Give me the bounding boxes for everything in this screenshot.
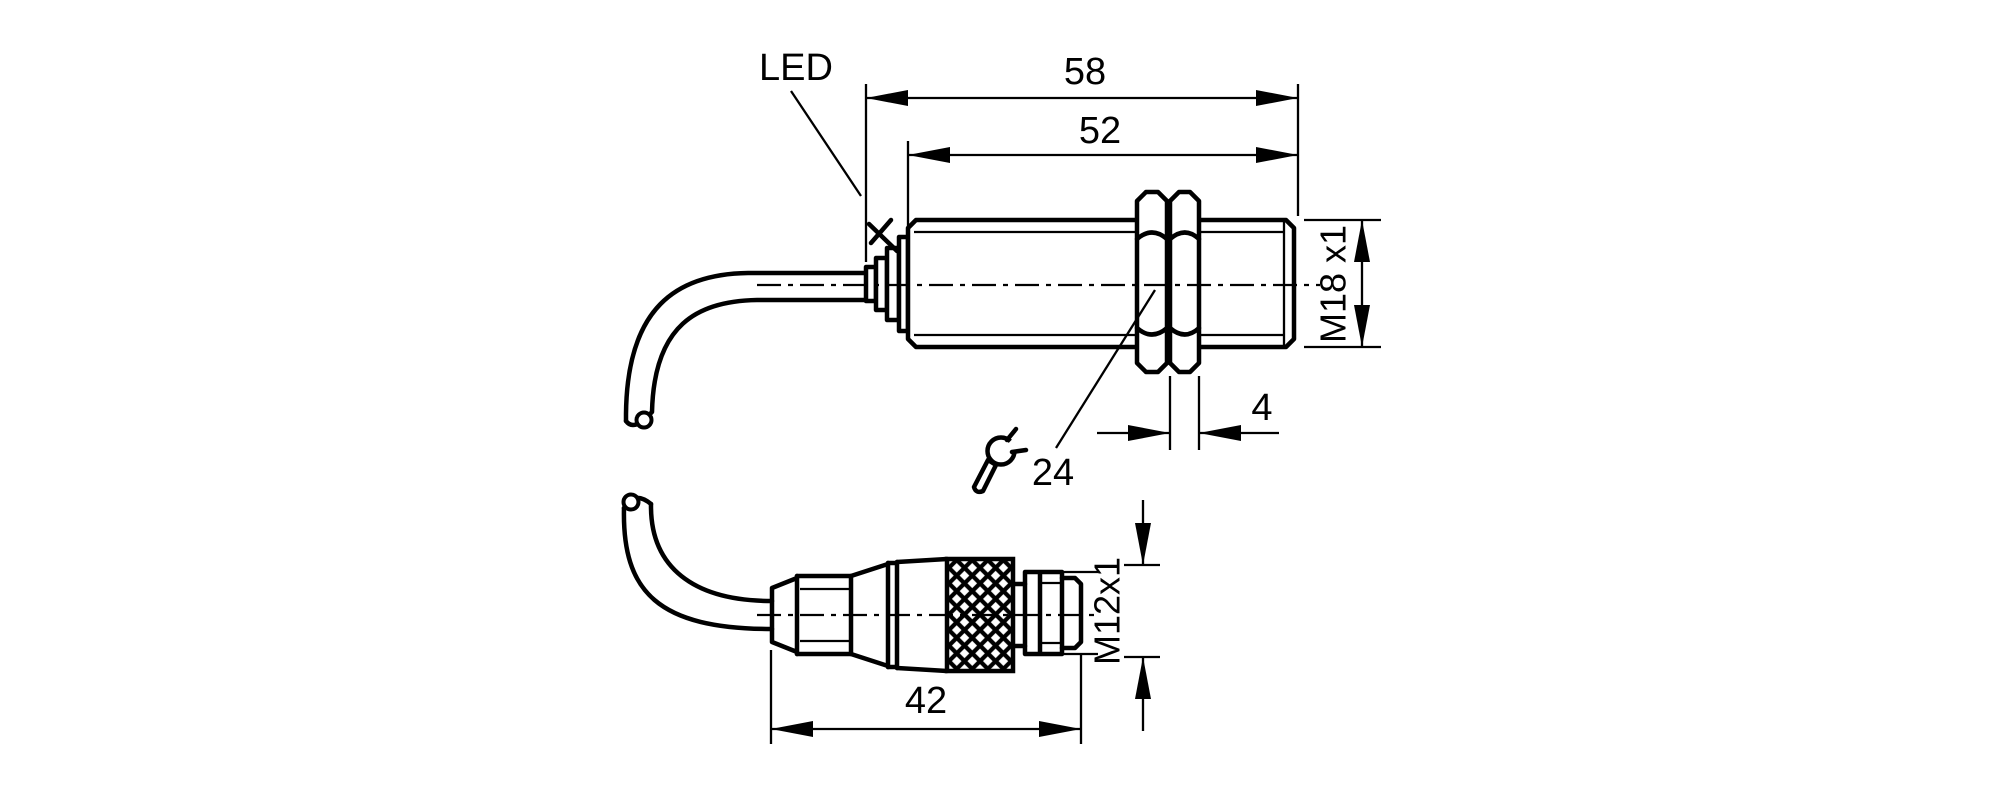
- dim-58: 58: [866, 51, 1298, 106]
- dim-m18-label: M18 x1: [1313, 225, 1354, 343]
- cable-end-tip: [621, 492, 641, 512]
- nut-1: [1134, 189, 1170, 375]
- led-callout: LED: [759, 47, 862, 197]
- dim-m18: M18 x1: [1304, 218, 1381, 349]
- dimensions: 58 52 LED M18 x1 4: [759, 47, 1381, 744]
- dim-52: 52: [908, 110, 1298, 163]
- wrench-size-callout: 24: [971, 289, 1156, 495]
- connector-view: [621, 492, 1098, 674]
- sensor-side-view: [623, 189, 1320, 430]
- wrench-size-label: 24: [1032, 452, 1074, 494]
- led-label: LED: [759, 47, 833, 89]
- mounting-nuts: [1134, 189, 1202, 375]
- connector-cable: [621, 492, 775, 632]
- dim-4-label: 4: [1251, 387, 1272, 429]
- barrel-outline: [905, 217, 1297, 350]
- led-indicator-mark: [866, 217, 900, 254]
- dim-42-label: 42: [905, 680, 947, 722]
- cable-end-tip: [634, 410, 654, 430]
- dim-4: 4: [1097, 376, 1279, 450]
- led-leader-line: [790, 90, 862, 197]
- thread-minor-lines: [914, 230, 1284, 337]
- dim-58-label: 58: [1064, 51, 1106, 93]
- nut-2: [1167, 189, 1202, 375]
- wrench-icon: [971, 426, 1029, 495]
- dim-m12: M12x1: [1087, 500, 1160, 731]
- dim-52-label: 52: [1079, 110, 1121, 152]
- sensor-cable: [623, 270, 869, 430]
- dim-42: 42: [769, 650, 1083, 744]
- sensor-barrel: [905, 217, 1297, 350]
- wrench-leader-line: [1055, 289, 1156, 449]
- dim-m12-label: M12x1: [1087, 557, 1128, 665]
